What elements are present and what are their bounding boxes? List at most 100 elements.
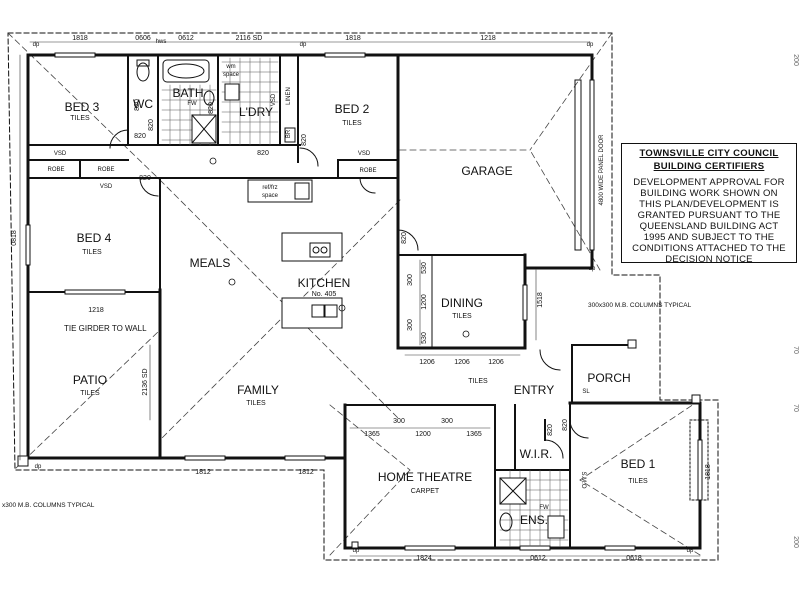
dim-door-bed3: 820: [134, 99, 141, 111]
room-label-dining: DINING: [441, 296, 483, 310]
dim-bottom-2: 0618: [626, 555, 642, 562]
room-label-laundry: L'DRY: [239, 105, 273, 119]
label-dp-bm: dp: [353, 548, 360, 554]
kitchen-subtitle: No. 405: [312, 291, 337, 298]
roof-hip-lines: [7, 32, 701, 556]
dim-door-wc: 820: [148, 119, 155, 131]
dim-bottom-1: 0612: [530, 555, 546, 562]
council-approval-notice: TOWNSVILLE CITY COUNCIL BUILDING CERTIFI…: [621, 143, 797, 265]
notice-body: DEVELOPMENT APPROVAL FOR BUILDING WORK S…: [632, 177, 786, 265]
label-ref-space: ref/frz: [262, 185, 277, 191]
label-vsd-bed2: VSD: [358, 151, 371, 157]
label-robe-bed4: ROBE: [97, 167, 114, 173]
dim-family-bottom-1: 1812: [298, 469, 314, 476]
room-label-patio: PATIO: [73, 373, 107, 387]
dim-dining-left-3: 300: [407, 319, 414, 331]
dim-door-bed4: 820: [139, 175, 151, 182]
room-label-wc: WC: [133, 97, 153, 111]
dim-dining-bottom-2: 1206: [488, 359, 504, 366]
dim-dining-left-0: 530: [421, 262, 428, 274]
dim-dining-left-4: 530: [421, 332, 428, 344]
room-label-meals: MEALS: [190, 256, 231, 270]
dim-dining-left-2: 1200: [421, 294, 428, 310]
dim-door-bed3b: 820: [134, 133, 146, 140]
dim-theatre-2: 1200: [415, 431, 431, 438]
label-dp-tm: dp: [300, 42, 307, 48]
room-label-family: FAMILY: [237, 383, 279, 397]
finish-bed3: TILES: [70, 115, 90, 122]
dim-dining-bottom-1: 1206: [454, 359, 470, 366]
finish-family: TILES: [246, 400, 266, 407]
dim-door-bath: 820: [208, 102, 215, 114]
edge-label-1: 70: [792, 346, 799, 354]
dim-door-garage: 820: [401, 232, 408, 244]
finish-dining: TILES: [452, 313, 472, 320]
edge-label-3: 200: [792, 536, 799, 548]
label-linen: LINEN: [286, 87, 292, 105]
room-label-kitchen: KITCHEN: [298, 276, 351, 290]
dim-top-5: 1218: [480, 35, 496, 42]
room-label-home-theatre: HOME THEATRE: [378, 470, 472, 484]
dim-left-side: 0818: [11, 230, 18, 246]
dim-door-bed2: 820: [301, 134, 308, 146]
edge-label-0: 200: [792, 54, 799, 66]
dim-top-2: 0612: [178, 35, 194, 42]
label-vsd-bed4: VSD: [100, 184, 113, 190]
label-dp-br: dp: [687, 548, 694, 554]
room-label-porch: PORCH: [587, 371, 630, 385]
dim-theatre-3: 300: [441, 418, 453, 425]
label-ref-space-2: space: [262, 193, 279, 199]
light-points: [209, 157, 470, 338]
windows: [25, 52, 703, 551]
dim-theatre-1: 300: [393, 418, 405, 425]
room-label-bed1: BED 1: [621, 457, 656, 471]
room-label-ens: ENS.: [520, 513, 548, 527]
dim-top-0: 1818: [72, 35, 88, 42]
label-br: BR: [286, 129, 292, 138]
finish-patio: TILES: [80, 390, 100, 397]
dim-door-laundry: 820: [257, 150, 269, 157]
room-label-entry: ENTRY: [514, 383, 554, 397]
room-label-bed4: BED 4: [77, 231, 112, 245]
internal-walls: [29, 54, 633, 549]
label-dp-bl: dp: [35, 464, 42, 470]
dim-dining-left-1: 300: [407, 274, 414, 286]
roof-eave-outline: [7, 32, 719, 561]
label-robe-bed3: ROBE: [47, 167, 64, 173]
annotation-tie-girder: TIE GIRDER TO WALL: [64, 324, 147, 333]
dim-theatre-4: 1365: [466, 431, 482, 438]
label-vsd-bed3: VSD: [54, 151, 67, 157]
annotation-columns-right: 300x300 M.B. COLUMNS TYPICAL: [588, 302, 692, 309]
bath-tile-grid: [161, 57, 569, 547]
dim-patio-height: 2136 SD: [142, 368, 149, 395]
edge-label-2: 70: [792, 404, 799, 412]
dim-top-1: 0606: [135, 35, 151, 42]
label-dp-gar: dp: [589, 266, 596, 272]
annotation-columns-left: x300 M.B. COLUMNS TYPICAL: [2, 502, 95, 509]
dim-door-ens: 820: [547, 424, 554, 436]
label-smo: S.M.O: [580, 471, 586, 488]
fixtures: [17, 59, 709, 549]
door-swings: [109, 129, 589, 459]
room-label-bed2: BED 2: [335, 102, 370, 116]
dim-bed1-side: 1818: [705, 464, 712, 480]
room-label-garage: GARAGE: [461, 164, 512, 178]
room-label-wir: W.I.R.: [520, 447, 553, 461]
dim-theatre-0: 1365: [364, 431, 380, 438]
label-hws: hws: [156, 39, 167, 45]
label-wm-space-2: space: [223, 72, 240, 78]
label-fw: FW: [187, 101, 197, 107]
finish-bed2: TILES: [342, 120, 362, 127]
label-vsd-laundry: VSD: [271, 93, 277, 106]
dim-dining-bottom-0: 1206: [419, 359, 435, 366]
finish-home-theatre: CARPET: [411, 488, 440, 495]
dim-dining-side: 1518: [537, 292, 544, 308]
dim-door-bed1: 820: [562, 419, 569, 431]
garage-panel-door: [574, 79, 582, 251]
dim-bottom-0: 1824: [416, 555, 432, 562]
finish-bed4: TILES: [82, 249, 102, 256]
finish-bed1: TILES: [628, 478, 648, 485]
dimension-lines: [19, 41, 701, 557]
dim-patio-top: 1218: [88, 307, 104, 314]
